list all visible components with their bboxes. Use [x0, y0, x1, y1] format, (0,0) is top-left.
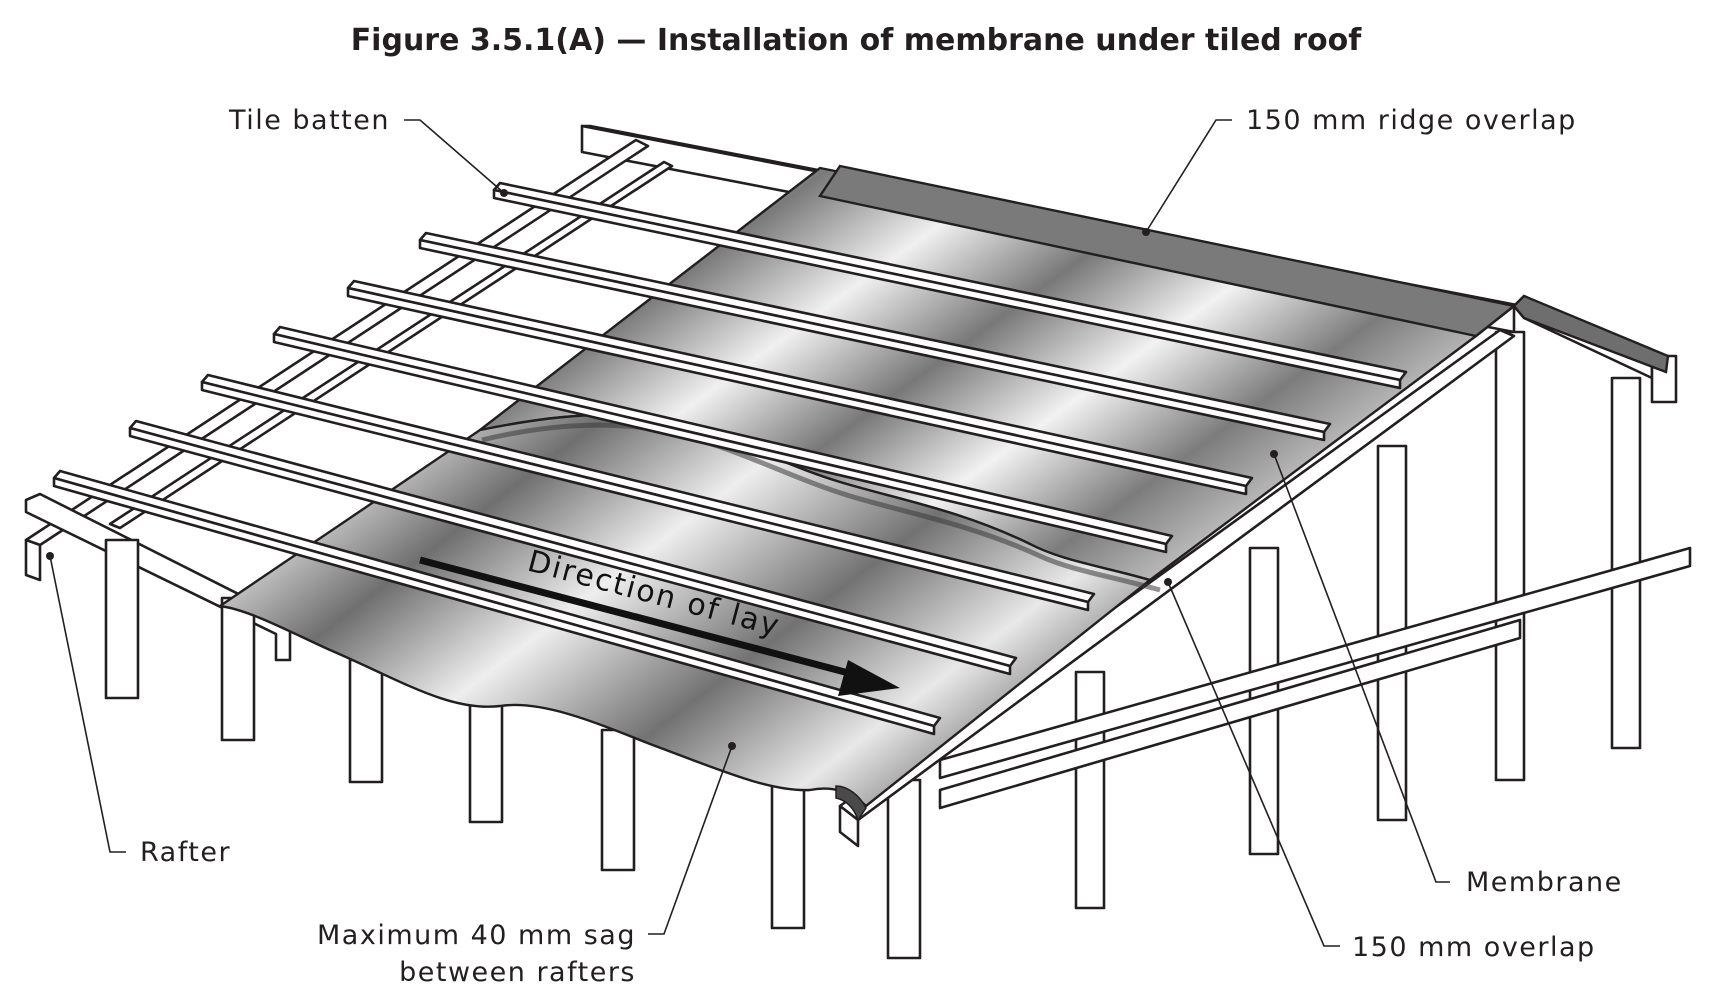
post: [770, 778, 806, 930]
post: [600, 728, 636, 872]
post: [1074, 670, 1106, 910]
label-sag-line1: Maximum 40 mm sag: [317, 920, 636, 951]
label-ridge-overlap: 150 mm ridge overlap: [1246, 105, 1577, 136]
post: [1494, 330, 1526, 782]
post: [468, 688, 504, 824]
post: [886, 778, 922, 960]
label-overlap: 150 mm overlap: [1352, 932, 1596, 963]
post: [220, 596, 256, 742]
label-membrane: Membrane: [1466, 867, 1623, 898]
label-sag-line2: between rafters: [399, 957, 636, 988]
tile-battens: [52, 181, 1408, 736]
figure-title: Figure 3.5.1(A) — Installation of membra…: [351, 23, 1363, 58]
label-rafter: Rafter: [140, 837, 231, 868]
ridge-overlap-strip: [818, 164, 1517, 338]
label-tile-batten: Tile batten: [228, 105, 390, 136]
post: [348, 658, 384, 784]
post: [104, 538, 140, 700]
leader-lines: [46, 119, 1450, 947]
